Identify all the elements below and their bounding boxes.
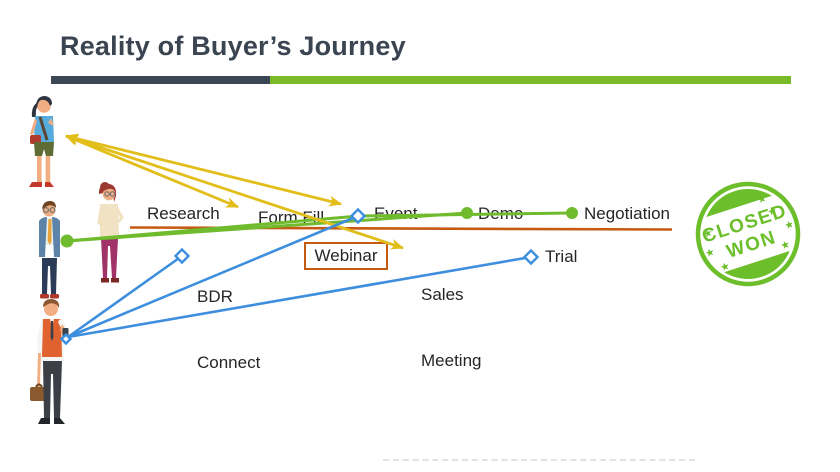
label-bdr-line2: Connect [197, 353, 261, 372]
label-bdr-line1: BDR [197, 287, 233, 306]
closed-won-stamp-icon: CLOSED WON [691, 177, 805, 291]
business-man-glasses-illustration [39, 201, 60, 299]
label-webinar: Webinar [314, 246, 378, 265]
salesman-with-phone-illustration [30, 299, 69, 424]
title-underline-bar-dark-segment [51, 76, 270, 84]
label-negotiation: Negotiation [584, 204, 671, 223]
label-bdr-connect: BDR Connect [197, 242, 260, 418]
title-underline-bar [51, 76, 791, 84]
page-title: Reality of Buyer’s Journey [60, 31, 406, 61]
label-research: Research [147, 204, 220, 223]
orange-process-line [129, 226, 673, 231]
label-sales-line2: Meeting [421, 351, 482, 370]
red-haired-woman-illustration [97, 182, 124, 283]
webinar-outline-box: Webinar [304, 242, 388, 270]
casual-woman-illustration [29, 96, 54, 187]
faint-dashed-divider [383, 459, 695, 461]
label-sales-meeting: Sales Meeting [421, 240, 481, 416]
label-sales-line1: Sales [421, 285, 464, 304]
label-form-fill: Form Fill [258, 208, 325, 227]
label-demo: Demo [478, 204, 524, 223]
label-event: Event [374, 204, 418, 223]
label-trial: Trial [545, 247, 578, 266]
